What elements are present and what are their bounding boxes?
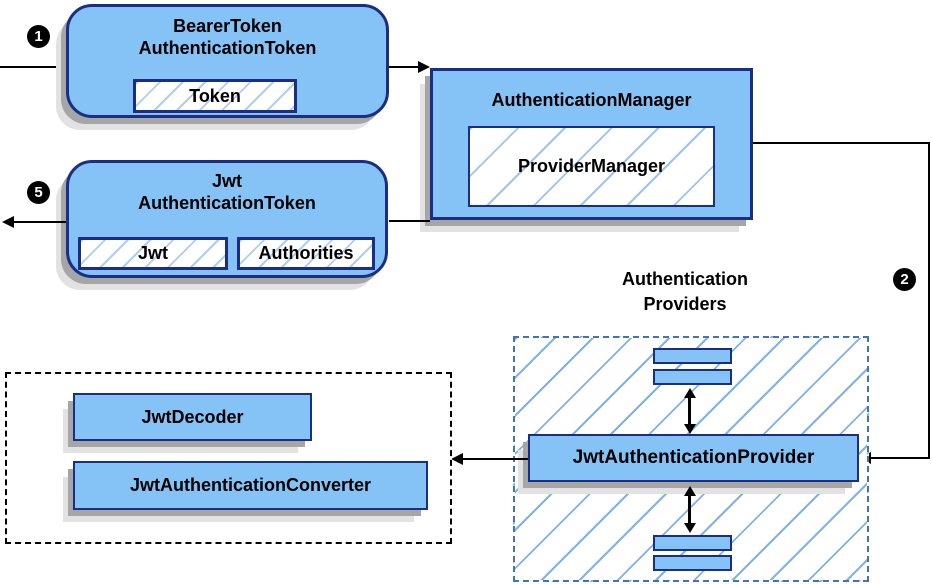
arrowhead-down-icon bbox=[684, 523, 696, 533]
token-chip: Token bbox=[133, 79, 297, 113]
arrowhead-right-icon bbox=[418, 61, 430, 73]
provider-to-decoder-line bbox=[462, 458, 528, 460]
incoming-request-line bbox=[0, 66, 67, 68]
authorities-chip: Authorities bbox=[237, 237, 375, 270]
arrowhead-left-icon bbox=[451, 453, 463, 465]
authentication-manager-node: AuthenticationManager ProviderManager bbox=[430, 68, 753, 220]
arrowhead-up-icon bbox=[684, 388, 696, 398]
step-5-badge: 5 bbox=[27, 181, 50, 204]
manager-to-provider-line-top bbox=[753, 142, 930, 144]
provider-placeholder-bar bbox=[653, 555, 732, 571]
provider-manager-chip: ProviderManager bbox=[468, 126, 715, 207]
jwt-token-title-line1: Jwt bbox=[211, 171, 242, 191]
jwt-authentication-converter-node: JwtAuthenticationConverter bbox=[73, 461, 428, 510]
arrowhead-down-icon bbox=[684, 424, 696, 434]
providers-label-line1: Authentication bbox=[622, 269, 748, 289]
manager-to-provider-line-right bbox=[928, 142, 930, 459]
arrowhead-left-icon bbox=[2, 216, 14, 228]
provider-placeholder-bar bbox=[653, 348, 732, 364]
providers-label-line2: Providers bbox=[643, 294, 727, 314]
jwt-token-title-line2: AuthenticationToken bbox=[138, 193, 316, 213]
provider-link-line bbox=[688, 495, 691, 524]
manager-to-jwt-token-line bbox=[389, 220, 430, 222]
manager-to-provider-line-bottom bbox=[871, 457, 930, 459]
bearer-to-manager-line bbox=[389, 66, 418, 68]
step-1-badge: 1 bbox=[27, 25, 50, 48]
provider-placeholder-bar bbox=[653, 369, 732, 385]
authentication-manager-title: AuthenticationManager bbox=[491, 90, 692, 110]
bearer-token-title-line2: AuthenticationToken bbox=[138, 38, 317, 58]
arrowhead-up-icon bbox=[684, 486, 696, 496]
jwt-chip: Jwt bbox=[78, 237, 228, 270]
provider-placeholder-bar bbox=[653, 535, 732, 551]
bearer-token-authentication-token-node: BearerToken AuthenticationToken Token bbox=[66, 4, 389, 118]
jwt-authentication-token-node: Jwt AuthenticationToken Jwt Authorities bbox=[66, 160, 388, 278]
step-2-badge: 2 bbox=[893, 268, 916, 291]
provider-link-line bbox=[688, 397, 691, 425]
jwt-decoder-node: JwtDecoder bbox=[73, 393, 312, 441]
outgoing-result-line bbox=[13, 221, 66, 223]
bearer-token-title-line1: BearerToken bbox=[173, 16, 282, 36]
jwt-authentication-provider-node: JwtAuthenticationProvider bbox=[528, 434, 859, 482]
